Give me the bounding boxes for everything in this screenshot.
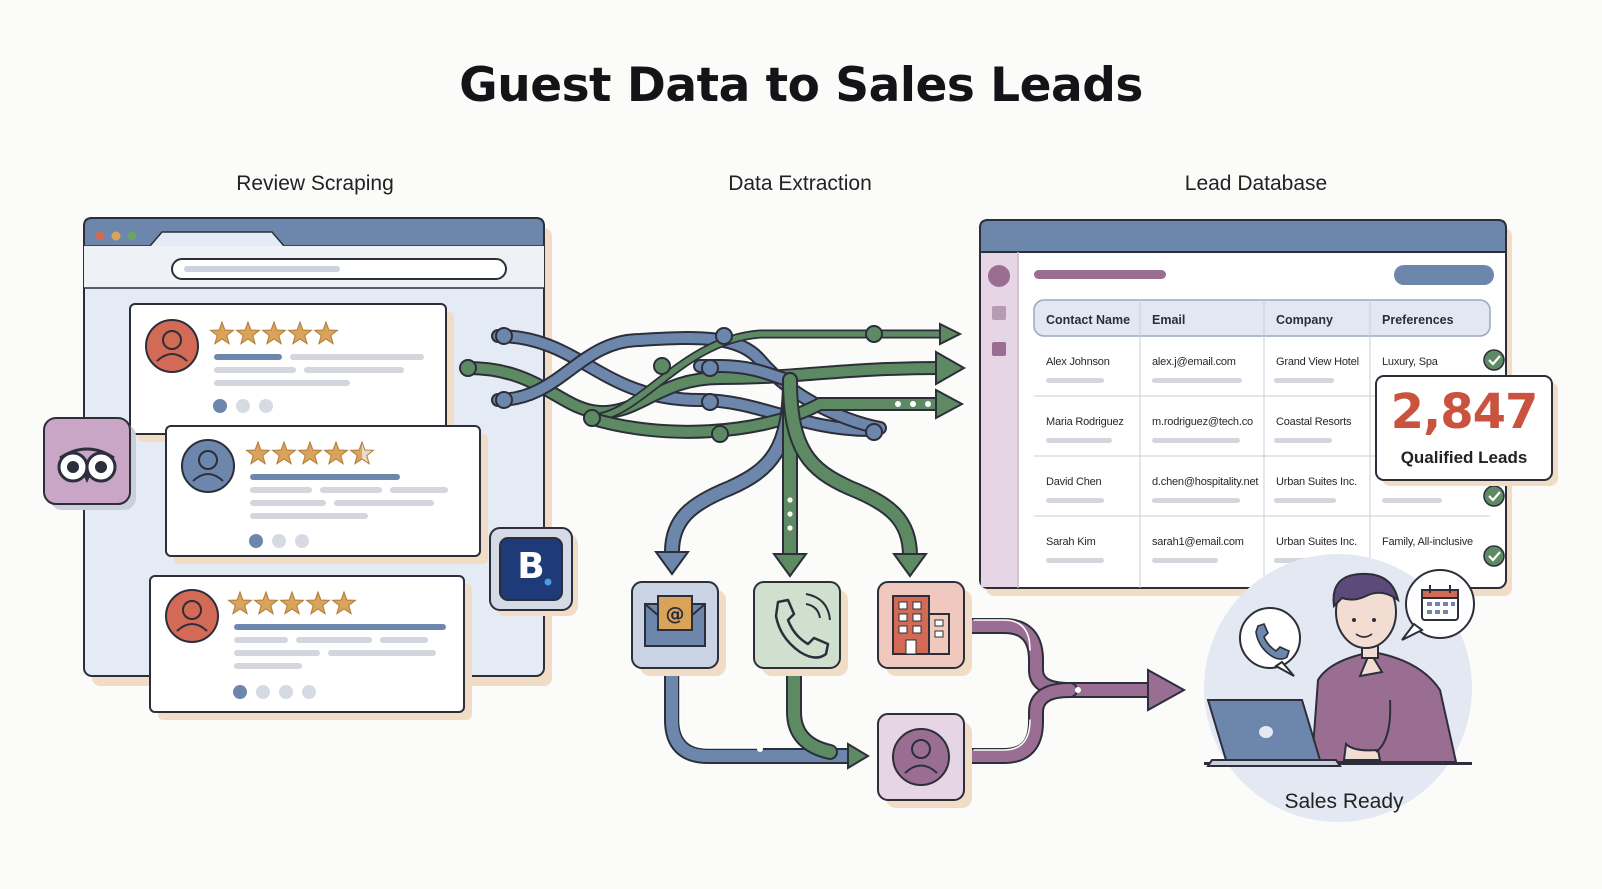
section-label-review-scraping: Review Scraping	[236, 172, 394, 195]
table-cell: Coastal Resorts	[1276, 416, 1352, 428]
table-cell: Urban Suites Inc.	[1276, 536, 1357, 548]
data-flow-lines	[459, 322, 1187, 770]
review-card-2	[165, 425, 488, 564]
star-icon	[313, 320, 339, 345]
star-rating	[227, 590, 357, 615]
table-cell: Maria Rodriguez	[1046, 416, 1124, 428]
star-icon	[349, 440, 375, 465]
email-icon: @	[631, 581, 726, 676]
table-cell: Family, All-inclusive	[1382, 536, 1473, 548]
booking-logo-letter: B	[517, 546, 545, 587]
check-icon	[1483, 349, 1505, 371]
table-cell: d.chen@hospitality.net	[1152, 476, 1259, 488]
svg-text:@: @	[666, 603, 685, 625]
phone-bubble-icon	[1239, 607, 1301, 677]
table-header-company: Company	[1276, 313, 1333, 327]
star-icon	[261, 320, 287, 345]
table-header-contact-name: Contact Name	[1046, 313, 1131, 327]
table-cell: Alex Johnson	[1046, 356, 1110, 368]
section-label-sales-ready: Sales Ready	[1284, 790, 1404, 813]
table-header-preferences: Preferences	[1382, 313, 1454, 327]
lead-database-window	[979, 219, 1512, 596]
star-icon	[235, 320, 261, 345]
star-icon	[287, 320, 313, 345]
page-title: Guest Data to Sales Leads	[459, 58, 1143, 113]
check-icon	[1483, 545, 1505, 567]
action-button	[1394, 265, 1494, 285]
table-cell: Urban Suites Inc.	[1276, 476, 1357, 488]
avatar	[165, 589, 219, 643]
table-cell: Luxury, Spa	[1382, 356, 1438, 368]
star-icon	[253, 590, 279, 615]
section-label-data-extraction: Data Extraction	[728, 172, 872, 195]
qualified-leads-label: Qualified Leads	[1400, 448, 1528, 467]
avatar	[181, 439, 235, 493]
star-icon	[245, 440, 271, 465]
table-cell: Grand View Hotel	[1276, 356, 1359, 368]
star-icon	[271, 440, 297, 465]
star-icon	[279, 590, 305, 615]
qualified-leads-card	[1375, 375, 1558, 486]
calendar-icon	[1401, 569, 1475, 641]
star-icon	[227, 590, 253, 615]
table-cell: sarah1@email.com	[1152, 536, 1244, 548]
user-profile-icon	[877, 713, 972, 808]
star-icon	[305, 590, 331, 615]
avatar	[145, 319, 199, 373]
table-cell: David Chen	[1046, 476, 1102, 488]
star-rating	[245, 440, 375, 465]
star-icon	[297, 440, 323, 465]
review-card-1	[129, 303, 454, 442]
table-cell: m.rodriguez@tech.co	[1152, 416, 1253, 428]
section-label-lead-database: Lead Database	[1184, 172, 1328, 195]
booking-logo-icon	[489, 527, 578, 616]
check-icon	[1483, 485, 1505, 507]
table-cell: Sarah Kim	[1046, 536, 1096, 548]
building-icon	[877, 581, 972, 676]
star-rating	[209, 320, 339, 345]
qualified-leads-count: 2,847	[1390, 384, 1539, 440]
star-icon	[209, 320, 235, 345]
star-icon	[331, 590, 357, 615]
table-cell: alex.j@email.com	[1152, 356, 1236, 368]
tripadvisor-owl-icon	[43, 417, 136, 510]
table-header-email: Email	[1152, 313, 1186, 327]
review-card-3	[149, 575, 472, 720]
phone-icon	[753, 581, 848, 676]
star-icon	[323, 440, 349, 465]
